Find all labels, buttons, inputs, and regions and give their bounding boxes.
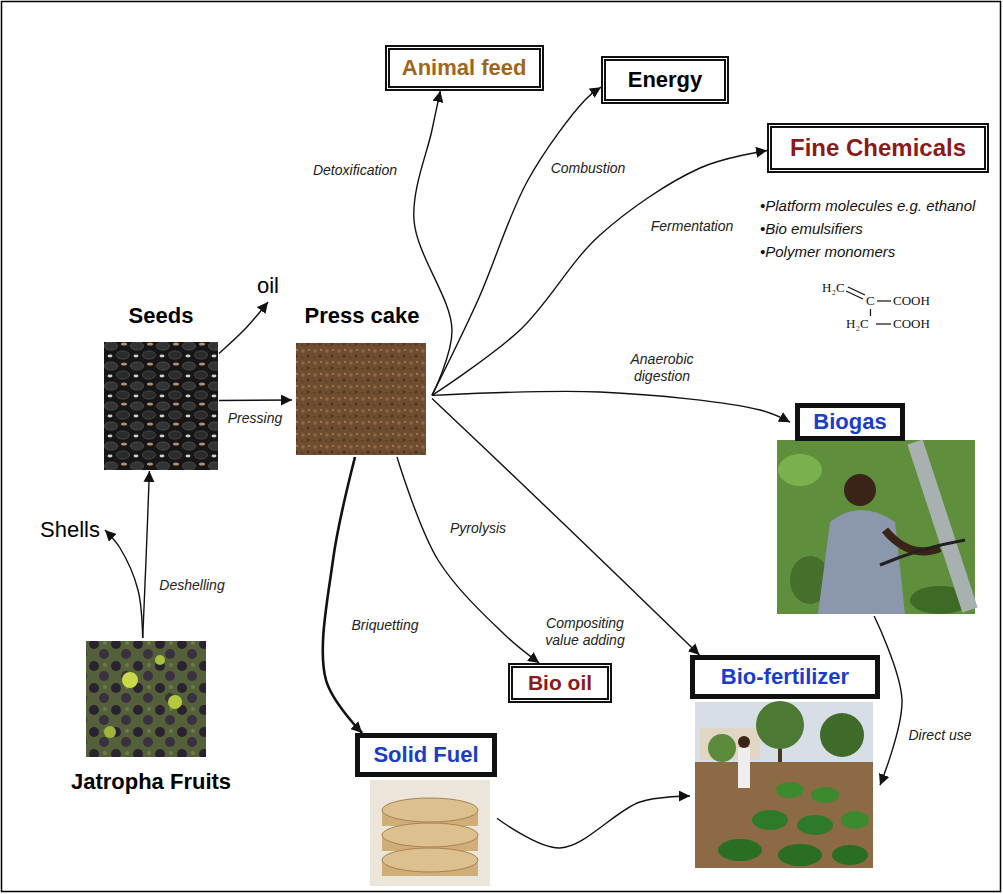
- flow-arrow: [432, 151, 767, 396]
- product-box: Biogas: [790, 403, 977, 616]
- seeds-photo: [104, 342, 218, 470]
- box-title: Solid Fuel: [355, 733, 497, 777]
- flow-arrow: [414, 91, 452, 395]
- bio-fertilizer-photo: [797, 815, 833, 835]
- formula-group: COOH: [893, 294, 930, 307]
- solid-fuel-photo: [382, 798, 478, 822]
- bio-fertilizer-photo: [708, 734, 736, 762]
- node-heading: oil: [257, 273, 279, 298]
- product-box: Animal feed: [385, 45, 544, 91]
- formula-group: H₂C: [822, 281, 845, 294]
- fruits-photo: [122, 672, 138, 688]
- bio-fertilizer-photo: [811, 787, 839, 803]
- chemical-bond: [848, 287, 865, 295]
- process-label: Direct use: [906, 727, 973, 744]
- fruits-photo: [155, 655, 165, 665]
- fruits-photo: [104, 726, 116, 738]
- press-cake-photo: [296, 343, 426, 455]
- bullet-note: •Platform molecules e.g. ethanol: [760, 197, 975, 215]
- bullet-note: •Bio emulsifiers: [760, 220, 863, 238]
- photo-node: Jatropha Fruits: [68, 638, 234, 794]
- flow-arrow: [219, 302, 268, 353]
- box-title: Fine Chemicals: [790, 134, 966, 162]
- process-label: Briquetting: [350, 617, 421, 634]
- flow-arrow: [497, 796, 690, 848]
- chemical-bond: [870, 309, 871, 316]
- bio-fertilizer-photo: [841, 811, 869, 829]
- bio-fertilizer-photo: [832, 845, 868, 865]
- box-title: Animal feed: [402, 55, 527, 80]
- press-cake-photo: [296, 343, 426, 455]
- product-box: Energy: [601, 56, 729, 104]
- solid-fuel-photo: [382, 848, 478, 872]
- flow-arrow: [219, 399, 292, 401]
- bullet-note: •Polymer monomers: [760, 243, 895, 261]
- bio-fertilizer-photo: [718, 839, 762, 861]
- bio-fertilizer-photo: [820, 713, 864, 757]
- solid-fuel-photo: [370, 780, 490, 886]
- photo-node: Press cake: [292, 303, 432, 457]
- flow-arrow: [143, 471, 150, 638]
- node-heading: Press cake: [305, 303, 420, 328]
- process-label: Pressing: [226, 410, 284, 427]
- flow-arrow: [874, 616, 902, 785]
- process-label: Compositing value adding: [536, 615, 635, 649]
- box-title: Energy: [628, 67, 703, 92]
- biogas-photo: [777, 440, 975, 614]
- node-heading: Seeds: [129, 303, 194, 328]
- biogas-photo: [915, 442, 970, 610]
- node-heading: Shells: [40, 517, 100, 542]
- fruits-photo: [86, 641, 206, 757]
- solid-fuel-photo: [370, 780, 490, 886]
- formula-atom: C: [866, 294, 875, 307]
- photo-node: Seeds: [103, 303, 219, 471]
- bio-fertilizer-photo: [776, 782, 804, 798]
- node-heading: Jatropha Fruits: [71, 769, 231, 794]
- chemical-bond: [876, 323, 891, 324]
- biogas-photo: [844, 474, 876, 506]
- bio-fertilizer-photo: [752, 810, 788, 830]
- box-title: Biogas: [795, 403, 905, 441]
- biogas-photo: [778, 454, 822, 486]
- product-box: Solid Fuel: [355, 733, 497, 888]
- bio-fertilizer-photo: [738, 736, 750, 748]
- process-label: Anaerobic digestion: [620, 351, 704, 385]
- box-title: Bio-fertilizer: [690, 655, 880, 699]
- product-box: Bio-fertilizer: [690, 655, 880, 872]
- biogas-photo: [777, 440, 975, 614]
- product-box: Bio oil: [508, 663, 612, 703]
- process-label: Deshelling: [157, 577, 226, 594]
- fruits-photo: [168, 695, 182, 709]
- fruits-photo: [86, 641, 206, 757]
- formula-group: COOH: [893, 317, 930, 330]
- biogas-photo: [880, 540, 965, 565]
- bio-fertilizer-photo: [778, 844, 822, 866]
- flow-arrow: [323, 457, 362, 733]
- chemical-bond: [877, 300, 891, 301]
- product-box: Fine Chemicals: [767, 123, 989, 173]
- solid-fuel-photo: [382, 823, 478, 847]
- process-label: Fermentation: [649, 218, 735, 235]
- box-title: Bio oil: [528, 671, 592, 695]
- flow-arrow: [432, 87, 601, 395]
- formula-group: H₂C: [846, 317, 869, 330]
- output-label: Shells: [35, 513, 105, 547]
- biogas-photo: [818, 510, 905, 614]
- seeds-photo: [104, 342, 218, 470]
- flow-arrow: [432, 391, 790, 422]
- bio-fertilizer-photo: [695, 702, 873, 762]
- flow-arrow: [432, 398, 700, 655]
- process-label: Pyrolysis: [448, 520, 508, 537]
- bio-fertilizer-photo: [695, 701, 873, 868]
- flow-arrow: [105, 530, 143, 638]
- bio-fertilizer-photo: [695, 762, 873, 868]
- output-label: oil: [246, 270, 290, 302]
- bio-fertilizer-photo: [738, 748, 750, 788]
- process-label: Combustion: [549, 160, 628, 177]
- bio-fertilizer-photo: [756, 701, 804, 749]
- process-label: Detoxification: [311, 162, 399, 179]
